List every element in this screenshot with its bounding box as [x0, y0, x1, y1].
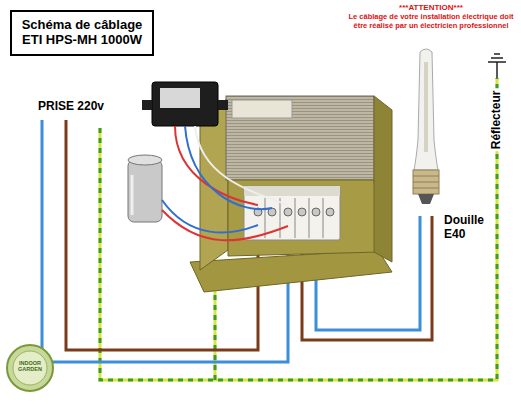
ground-symbol: [488, 54, 506, 78]
logo-text: INDOOR GARDEN: [10, 360, 50, 373]
hps-lamp: [413, 49, 439, 204]
igniter: [142, 82, 228, 126]
warning-heading: ***ATTENTION***: [345, 3, 517, 12]
warning-note: Le câblage de votre installation électri…: [345, 13, 517, 30]
logo: [7, 345, 53, 391]
title-box: Schéma de câblage ETI HPS-MH 1000W: [10, 10, 154, 56]
earth-wire: [100, 78, 497, 380]
internal-wires: [162, 126, 288, 240]
reflector-label: Réflecteur: [490, 89, 504, 152]
capacitor: [128, 155, 162, 222]
socket-label: Douille E40: [444, 214, 496, 242]
mains-label: PRISE 220v: [38, 100, 148, 114]
